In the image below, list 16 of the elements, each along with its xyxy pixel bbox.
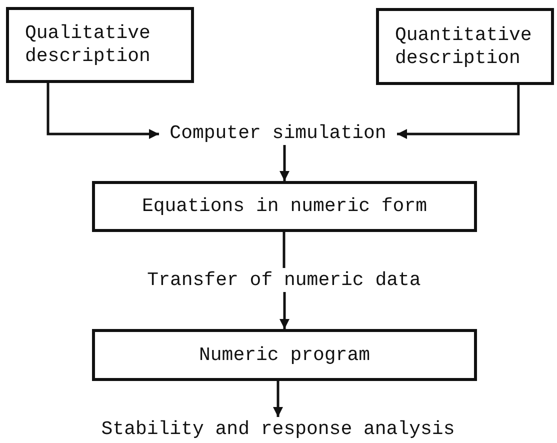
box-label: Qualitative description (25, 22, 152, 68)
box-label: Numeric program (198, 344, 370, 366)
box-label: Equations in numeric form (142, 195, 428, 218)
arrow (280, 292, 290, 329)
process-box (6, 7, 194, 83)
process-box (92, 329, 477, 381)
box-label: Quantitative description (395, 24, 533, 70)
process-box (376, 8, 554, 85)
arrow (397, 85, 520, 139)
process-box (92, 181, 477, 232)
step-label: Stability and response analysis (101, 418, 455, 440)
step-label: Transfer of numeric data (147, 268, 421, 292)
arrow (280, 145, 290, 181)
arrow (273, 381, 283, 417)
arrow (46, 83, 159, 139)
step-label: Computer simulation (170, 122, 386, 144)
